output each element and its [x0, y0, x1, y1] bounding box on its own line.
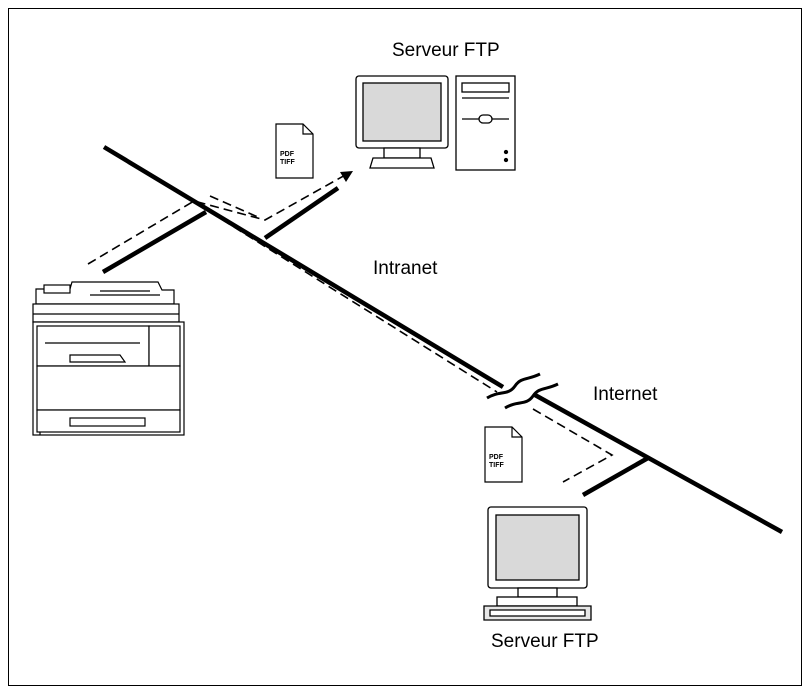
document-top-line2: TIFF [280, 159, 295, 166]
dashed-path-intranet [209, 211, 498, 393]
document-top-line1: PDF [280, 151, 295, 158]
document-bottom-line1: PDF [489, 454, 504, 461]
dashed-path-to-top-server [87, 173, 348, 265]
transmission-path [87, 173, 614, 483]
dashed-path-junction [209, 195, 261, 219]
dashed-path-to-bottom-server [532, 408, 614, 483]
document-icon-top: PDF TIFF [275, 123, 314, 179]
ftp-server-top-label: Serveur FTP [392, 40, 500, 61]
ftp-server-top-icon [355, 75, 516, 171]
mfp-printer-icon [32, 281, 185, 436]
network-break-symbol [486, 372, 559, 410]
ftp-server-bottom-icon [483, 506, 592, 621]
mfp-branch-line [101, 210, 208, 274]
intranet-line [102, 145, 505, 389]
ftp-server-bottom-label: Serveur FTP [491, 631, 599, 652]
arrow-head-icon [340, 171, 353, 182]
intranet-label: Intranet [373, 258, 438, 279]
top-server-branch-line [263, 186, 340, 240]
internet-label: Internet [593, 384, 658, 405]
document-icon-bottom: PDF TIFF [484, 426, 523, 483]
internet-line [533, 393, 784, 534]
document-bottom-line2: TIFF [489, 462, 504, 469]
network-backbone [101, 145, 784, 534]
bottom-server-branch-line [581, 456, 650, 497]
